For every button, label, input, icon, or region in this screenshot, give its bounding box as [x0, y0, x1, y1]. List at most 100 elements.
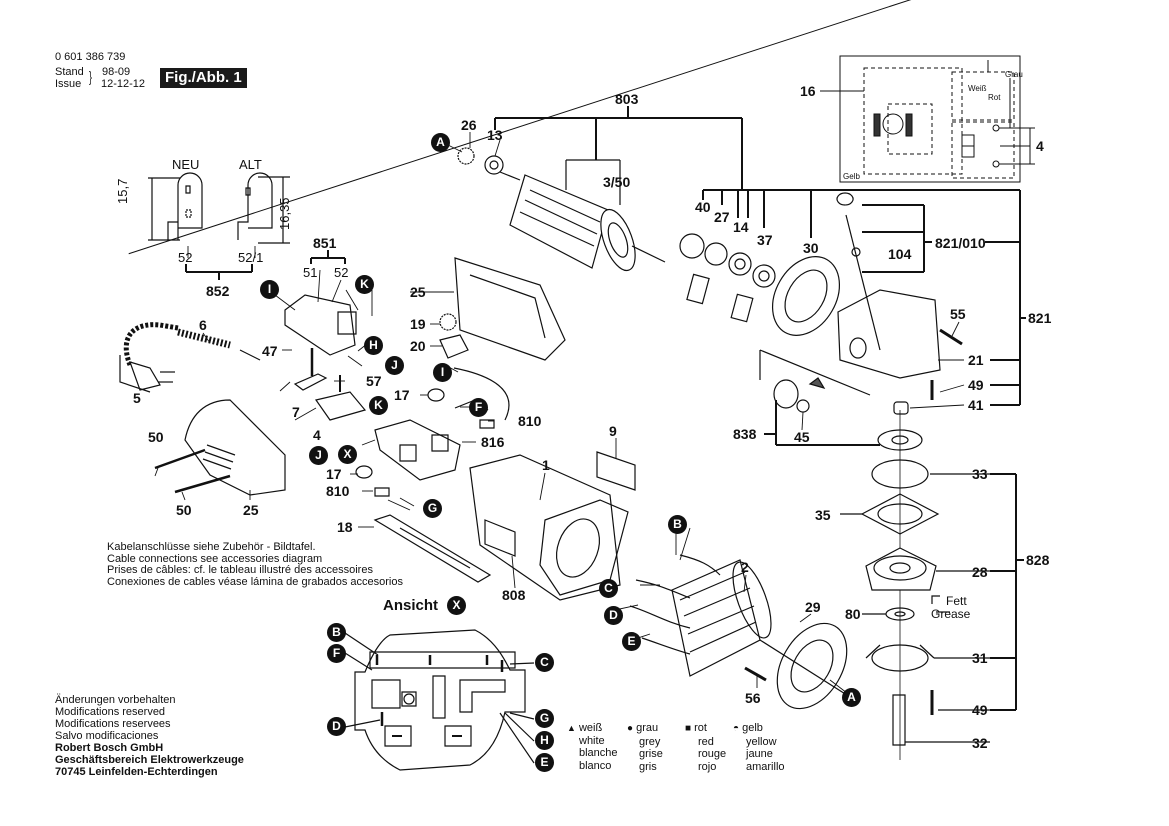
- switch-assembly: [285, 295, 356, 355]
- ansicht-view: [345, 630, 534, 770]
- connector-marker-b: B: [668, 515, 687, 534]
- part-label-33: 33: [972, 466, 988, 482]
- part-label-16: 16: [800, 83, 816, 99]
- part-number: 0 601 386 739: [55, 51, 126, 63]
- part-label-55: 55: [950, 306, 966, 322]
- part-label-4-switch: 4: [313, 427, 321, 443]
- motor-housing-1: [470, 452, 635, 600]
- cable-note-es: Conexiones de cables véase lámina de gra…: [107, 575, 403, 588]
- connector-marker-i-switch: I: [260, 280, 279, 299]
- legend-grey-fr: grise: [639, 748, 663, 760]
- part-label-25-rear: 25: [243, 502, 259, 518]
- detail-tab-alt: [238, 173, 290, 243]
- switch-body-4: [316, 375, 365, 420]
- ansicht-marker-c: C: [535, 653, 554, 672]
- part-label-41: 41: [968, 397, 984, 413]
- ansicht-marker-d: D: [327, 717, 346, 736]
- alt-label: ALT: [239, 157, 262, 172]
- footer-line-es: Salvo modificaciones: [55, 730, 159, 742]
- part-label-27: 27: [714, 209, 730, 225]
- grease-note-de: Fett: [946, 594, 967, 608]
- bracket-852: [186, 264, 252, 280]
- field-coil: [630, 555, 779, 676]
- stand-old-date: 98-09: [102, 66, 1169, 78]
- screw-56: [745, 668, 766, 680]
- circle-icon: ●: [627, 723, 634, 734]
- legend-grey-de: grau: [636, 722, 659, 734]
- part-label-40: 40: [695, 199, 711, 215]
- wire-label-grau: Grau: [1005, 70, 1023, 79]
- figure-label: Fig./Abb. 1: [160, 68, 247, 88]
- part-label-19: 19: [410, 316, 426, 332]
- part-label-838: 838: [733, 426, 757, 442]
- legend-yellow: ◓ gelb yellow jaune amarillo: [733, 722, 785, 773]
- legend-white-de: weiß: [578, 722, 603, 734]
- part-label-30: 30: [803, 240, 819, 256]
- part-label-104: 104: [888, 246, 912, 262]
- legend-grey-en: grey: [639, 735, 661, 748]
- part-label-816: 816: [481, 434, 505, 450]
- wire-label-weiss: Weiß: [968, 84, 987, 93]
- company-name: Robert Bosch GmbH: [55, 742, 164, 754]
- power-cord: [120, 325, 260, 392]
- connector-marker-e: E: [622, 632, 641, 651]
- part-label-18: 18: [337, 519, 353, 535]
- part-label-49-upper: 49: [968, 377, 984, 393]
- connector-marker-k-upper: K: [355, 275, 374, 294]
- issue-date: 12-12-12: [101, 78, 146, 90]
- stand-label: Stand: [55, 66, 84, 78]
- part-label-29: 29: [805, 599, 821, 615]
- bearing-set: [680, 234, 775, 322]
- legend-red-es: rojo: [698, 760, 717, 773]
- bushing-41: [894, 402, 908, 414]
- part-label-25-top: 25: [410, 284, 426, 300]
- part-label-9: 9: [609, 423, 617, 439]
- part-label-31: 31: [972, 650, 988, 666]
- ansicht-marker-f: F: [327, 644, 346, 663]
- half-circle-icon: ◓: [733, 723, 740, 734]
- air-guide-ring-30: [759, 245, 853, 348]
- part-label-35: 35: [815, 507, 831, 523]
- square-icon: ■: [685, 723, 692, 734]
- part-label-17-upper: 17: [394, 387, 410, 403]
- cover-29: [760, 611, 861, 721]
- dim-neu: 15,7: [115, 178, 130, 204]
- part-label-80: 80: [845, 606, 861, 622]
- group-852-label: 852: [206, 283, 230, 299]
- part-label-20: 20: [410, 338, 426, 354]
- legend-red-fr: rouge: [698, 748, 727, 760]
- part-label-14: 14: [733, 219, 749, 235]
- bracket-851: [311, 250, 345, 264]
- part-label-51: 51: [303, 265, 318, 280]
- connector-marker-g: G: [423, 499, 442, 518]
- legend-red: ■ rot red rouge rojo: [685, 722, 726, 773]
- legend-yellow-de: gelb: [742, 722, 763, 734]
- connector-marker-i-wire: I: [433, 363, 452, 382]
- part-label-828: 828: [1026, 552, 1050, 568]
- bracket-828: [990, 474, 1024, 710]
- cable-connections-note: Kabelanschlüsse siehe Zubehör - Bildtafe…: [107, 541, 403, 588]
- part-label-3-50: 3/50: [603, 174, 631, 190]
- legend-yellow-es: amarillo: [746, 760, 785, 773]
- pinion-gear: [760, 350, 870, 412]
- dim-alt: 16,35: [277, 197, 292, 230]
- connector-marker-f: F: [469, 398, 488, 417]
- part-label-1: 1: [542, 457, 550, 473]
- bracket-821: [862, 190, 1026, 405]
- ansicht-marker-g: G: [535, 709, 554, 728]
- legend-yellow-fr: jaune: [746, 748, 773, 760]
- bracket-7: [295, 348, 326, 390]
- part-52-label: 52: [178, 250, 193, 265]
- footer-line-fr: Modifications reservees: [55, 718, 171, 730]
- part-label-4-capacitor: 4: [1036, 138, 1044, 154]
- part-label-21: 21: [968, 352, 984, 368]
- bracket-bearings: [703, 190, 1020, 238]
- part-label-821-010: 821/010: [935, 235, 986, 251]
- neu-label: NEU: [172, 157, 200, 172]
- part-label-50-upper: 50: [148, 429, 164, 445]
- part-label-56: 56: [745, 690, 761, 706]
- legend-white-en: white: [579, 734, 605, 747]
- bracket-803: [495, 106, 742, 190]
- legend-red-de: rot: [694, 722, 707, 734]
- armature: [500, 172, 665, 275]
